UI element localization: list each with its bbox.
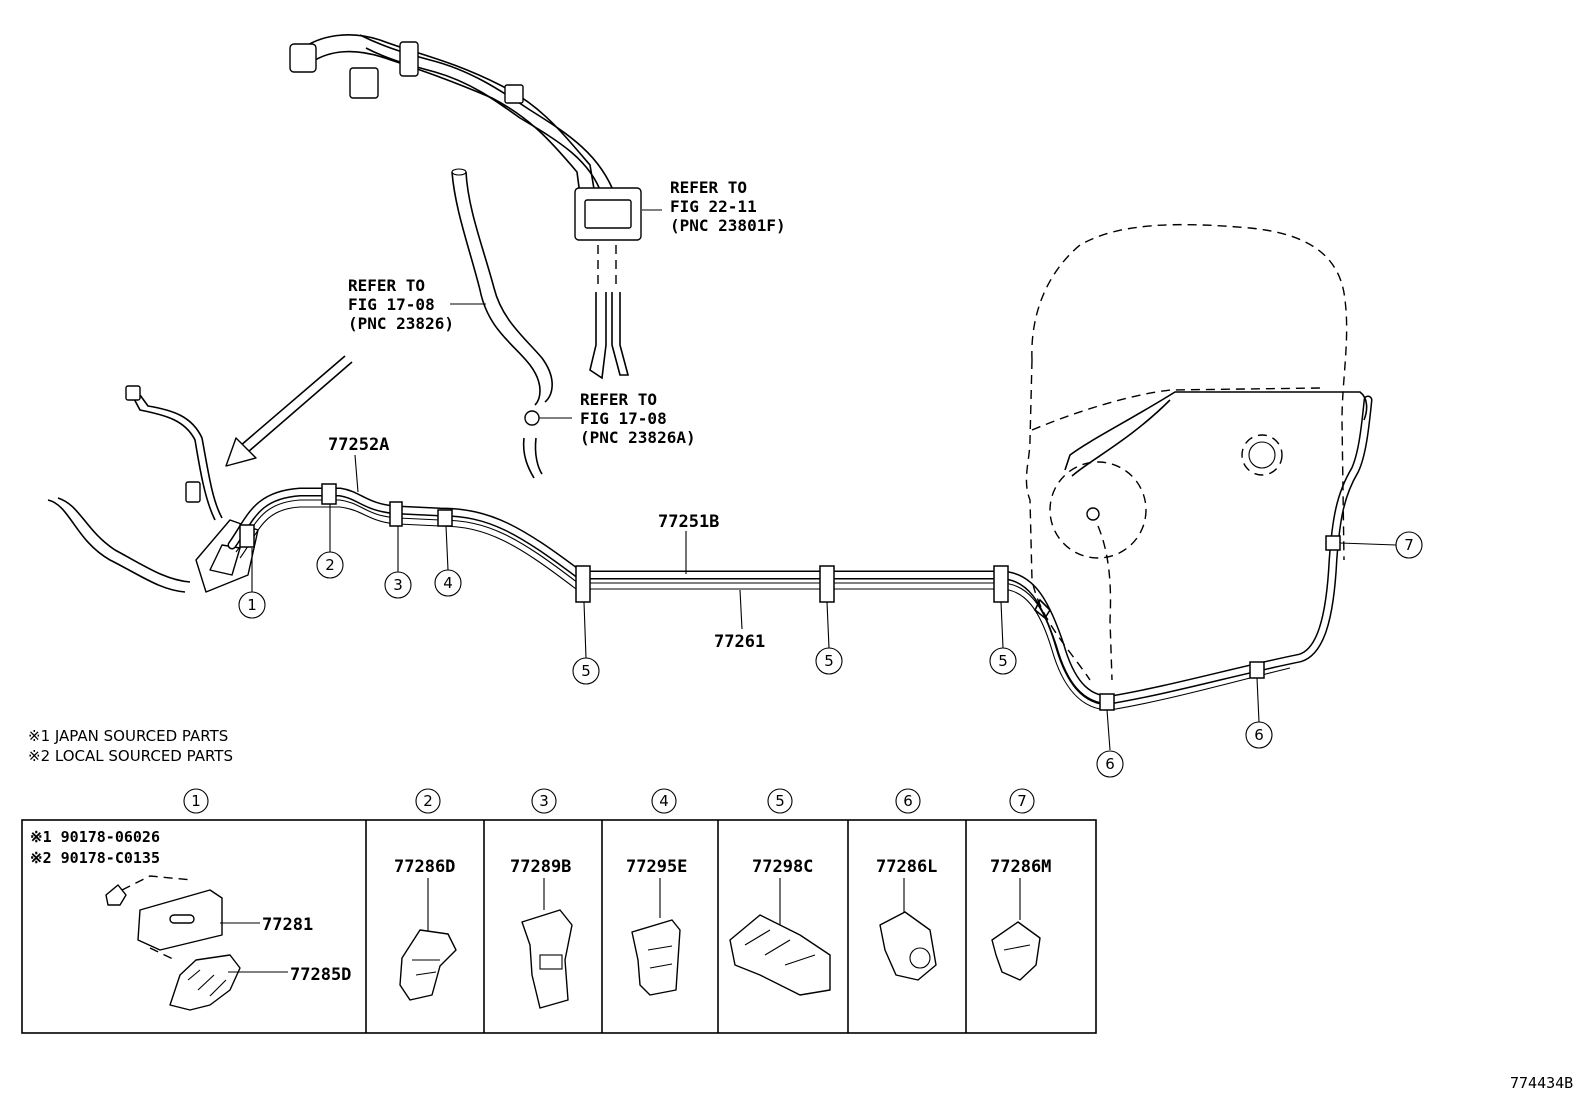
callout-5: 5 — [989, 601, 1017, 675]
cell1-local-part: ※2 90178-C0135 — [30, 849, 160, 867]
clamp-6-marker — [1249, 661, 1265, 679]
table-header-1: 1 — [183, 788, 209, 814]
svg-text:5: 5 — [581, 662, 591, 680]
table-header-3: 3 — [531, 788, 557, 814]
clamp-77289B-icon — [521, 909, 573, 1009]
svg-text:1: 1 — [191, 792, 201, 810]
clamp-5-marker — [993, 565, 1009, 603]
clamp-2-marker — [321, 483, 337, 505]
fuel-hose-illustration — [450, 168, 572, 479]
callout-1: 1 — [238, 548, 266, 619]
svg-text:6: 6 — [1254, 726, 1264, 744]
label-77286L: 77286L — [876, 857, 937, 877]
svg-text:7: 7 — [1404, 536, 1414, 554]
svg-text:5: 5 — [998, 652, 1008, 670]
svg-text:3: 3 — [539, 792, 549, 810]
callout-7: 7 — [1339, 531, 1423, 559]
reference-fig-17-08-a: REFER TO FIG 17-08 (PNC 23826) — [348, 276, 454, 333]
clamp-3-marker — [389, 501, 403, 527]
clamp-5-marker — [819, 565, 835, 603]
tank-pump-outline — [1049, 461, 1147, 559]
svg-text:5: 5 — [775, 792, 785, 810]
clamp-6-marker — [1099, 693, 1115, 711]
table-header-7: 7 — [1009, 788, 1035, 814]
label-77286M: 77286M — [990, 857, 1051, 877]
clamp-77286D-icon — [399, 929, 457, 1001]
label-77285D: 77285D — [290, 965, 351, 985]
clamp-77286L-icon — [879, 911, 937, 981]
callout-6: 6 — [1096, 709, 1124, 778]
clamp-7-marker — [1325, 535, 1341, 551]
svg-text:4: 4 — [659, 792, 669, 810]
connector-icon — [125, 385, 141, 401]
connector-icon — [185, 481, 201, 503]
note-local: ※2 LOCAL SOURCED PARTS — [28, 747, 233, 765]
svg-text:6: 6 — [1105, 755, 1115, 773]
ref-line: (PNC 23801F) — [670, 216, 786, 235]
ref-line: REFER TO — [580, 390, 657, 409]
callouts: 1 2 3 4 5 5 5 — [238, 504, 1423, 778]
clamp-icon — [399, 41, 419, 77]
ref-line: FIG 17-08 — [348, 295, 435, 314]
clamp-77295E-icon — [631, 919, 681, 996]
svg-text:1: 1 — [247, 596, 257, 614]
svg-text:2: 2 — [423, 792, 433, 810]
svg-text:7: 7 — [1017, 792, 1027, 810]
callout-4: 4 — [434, 525, 462, 597]
label-77286D: 77286D — [394, 857, 455, 877]
label-77261: 77261 — [714, 632, 765, 652]
svg-text:4: 4 — [443, 574, 453, 592]
connector-icon — [289, 43, 317, 73]
label-77295E: 77295E — [626, 857, 687, 877]
connector-icon — [349, 67, 379, 99]
reference-fig-17-08-b: REFER TO FIG 17-08 (PNC 23826A) — [580, 390, 696, 447]
svg-text:2: 2 — [325, 556, 335, 574]
direction-arrow-icon — [225, 355, 353, 467]
ref-line: REFER TO — [348, 276, 425, 295]
label-77298C: 77298C — [752, 857, 813, 877]
main-tube-bundle — [227, 395, 1373, 711]
clamp-icon — [524, 410, 540, 426]
clamp-77286M-icon — [991, 921, 1041, 981]
ref-line: REFER TO — [670, 178, 747, 197]
table-header-2: 2 — [415, 788, 441, 814]
tank-gauge-outline — [1241, 434, 1283, 476]
ref-line: (PNC 23826A) — [580, 428, 696, 447]
ref-line: FIG 17-08 — [580, 409, 667, 428]
canister-harness-illustration — [289, 34, 662, 380]
note-japan: ※1 JAPAN SOURCED PARTS — [28, 727, 228, 745]
callout-2: 2 — [316, 504, 344, 579]
ref-line: (PNC 23826) — [348, 314, 454, 333]
clamp-4-marker — [437, 509, 453, 527]
left-tube-end-illustration — [47, 385, 259, 593]
svg-text:6: 6 — [903, 792, 913, 810]
clamp-icon — [504, 84, 524, 104]
callout-3: 3 — [384, 526, 412, 599]
reference-fig-22-11: REFER TO FIG 22-11 (PNC 23801F) — [670, 178, 786, 235]
clamp-1-marker — [239, 524, 255, 548]
clamp-5-marker — [575, 565, 591, 603]
label-77251B: 77251B — [658, 512, 719, 532]
table-header-6: 6 — [895, 788, 921, 814]
callout-5: 5 — [572, 601, 600, 685]
svg-text:3: 3 — [393, 576, 403, 594]
bolt-clip-icon — [105, 875, 241, 1011]
table-header-4: 4 — [651, 788, 677, 814]
cell1-japan-part: ※1 90178-06026 — [30, 828, 160, 846]
svg-text:5: 5 — [824, 652, 834, 670]
clamp-77298C-icon — [729, 914, 831, 996]
callout-5: 5 — [815, 601, 843, 675]
callout-6: 6 — [1245, 677, 1273, 749]
illustration-id: 774434B — [1510, 1074, 1573, 1092]
fuel-tank-outline — [1025, 223, 1368, 681]
tube-clamps — [239, 483, 1341, 711]
label-77281: 77281 — [262, 915, 313, 935]
label-77289B: 77289B — [510, 857, 571, 877]
parts-table: 1 2 3 4 5 6 7 ※1 90178-06026 ※2 90178-C0… — [21, 788, 1097, 1034]
ref-line: FIG 22-11 — [670, 197, 757, 216]
label-77252A: 77252A — [328, 435, 389, 455]
table-header-5: 5 — [767, 788, 793, 814]
